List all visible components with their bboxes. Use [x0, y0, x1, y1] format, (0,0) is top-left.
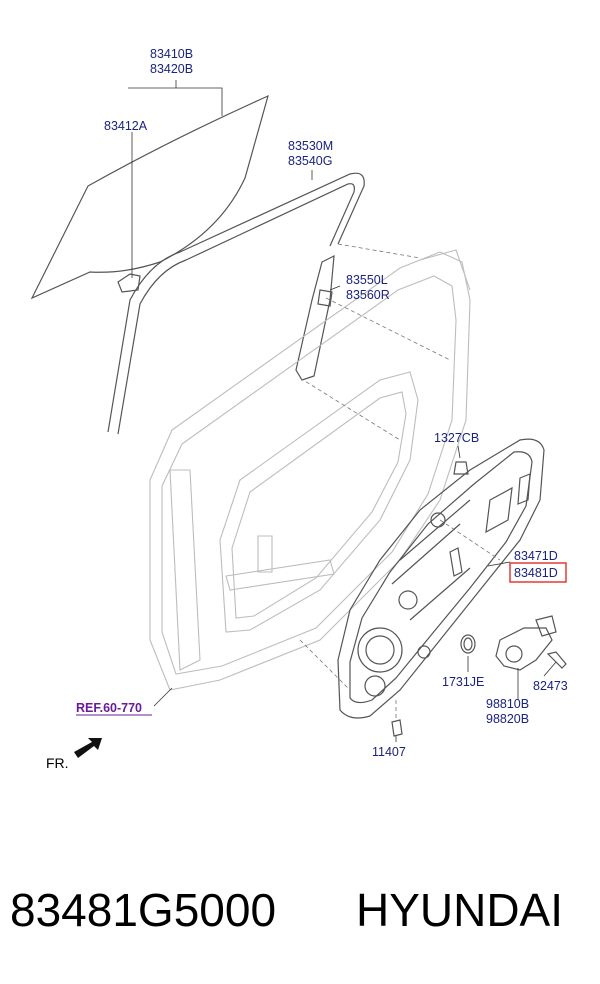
grommet-ring	[460, 634, 476, 654]
plug-1327cb	[453, 461, 469, 475]
label-83560r: 83560R	[346, 288, 390, 302]
highlight-box	[509, 562, 567, 583]
door-shell	[149, 249, 471, 691]
front-arrow-icon	[74, 738, 102, 758]
label-98820b: 98820B	[486, 712, 529, 726]
bolt-11407	[391, 719, 403, 737]
label-1731je: 1731JE	[442, 675, 484, 689]
label-front: FR.	[46, 755, 69, 771]
screw-82473	[546, 651, 567, 669]
glass-run	[107, 172, 365, 435]
label-83471d: 83471D	[514, 549, 558, 563]
label-83481d: 83481D	[514, 566, 558, 580]
label-98810b: 98810B	[486, 697, 529, 711]
label-83550l: 83550L	[346, 273, 388, 287]
label-83410b: 83410B	[150, 47, 193, 61]
label-83412a: 83412A	[104, 119, 148, 133]
label-11407: 11407	[372, 745, 406, 759]
window-motor	[495, 615, 557, 671]
rear-channel	[295, 254, 335, 381]
label-83540g: 83540G	[288, 154, 332, 168]
label-ref-60-770: REF.60-770	[76, 701, 142, 715]
dash-lines	[299, 243, 501, 720]
caption-part-number: 83481G5000	[10, 884, 276, 936]
door-module-panel	[337, 438, 545, 719]
label-83420b: 83420B	[150, 62, 193, 76]
door-glass	[30, 94, 269, 300]
leader-lines	[128, 80, 557, 742]
caption-brand: HYUNDAI	[356, 884, 563, 936]
label-1327cb: 1327CB	[434, 431, 479, 445]
label-83530m: 83530M	[288, 139, 333, 153]
label-82473: 82473	[533, 679, 568, 693]
